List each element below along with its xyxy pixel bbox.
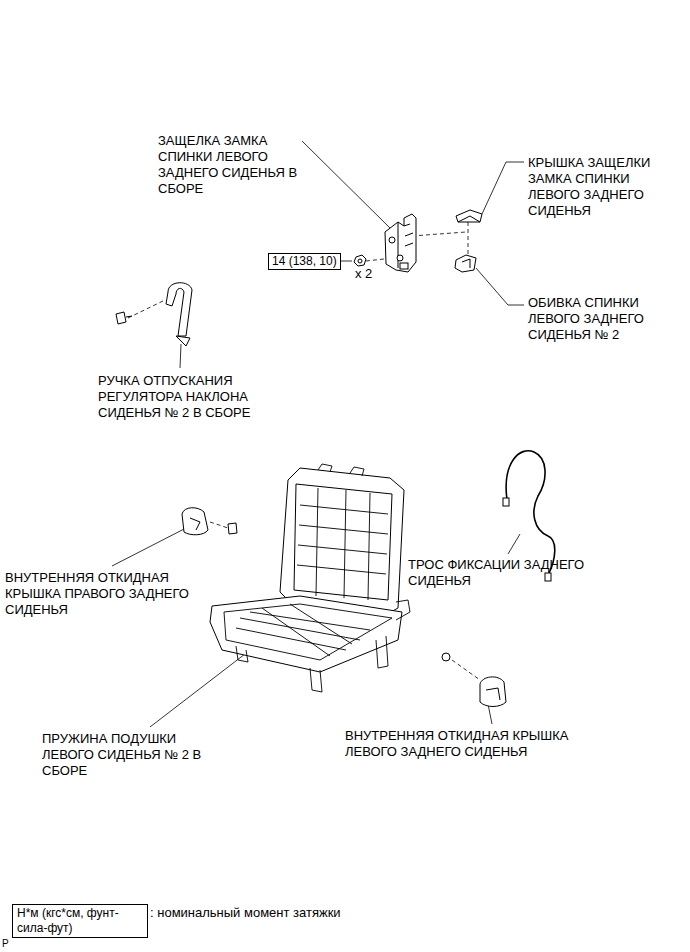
part-name: ВНУТРЕННЯЯ ОТКИДНАЯ КРЫШКА ПРАВОГО ЗАДНЕ…	[5, 570, 205, 618]
part-name: ТРОС ФИКСАЦИИ ЗАДНЕГО СИДЕНЬЯ	[408, 557, 603, 589]
torque-box: 14 (138, 10)	[268, 253, 341, 270]
box-text: Н*м (кгс*см, фунт-сила-фут)	[17, 906, 143, 936]
part-name: ЗАЩЕЛКА ЗАМКА СПИНКИ ЛЕВОГО ЗАДНЕГО СИДЕ…	[158, 133, 316, 197]
part-name: КРЫШКА ЗАЩЕЛКИ ЗАМКА СПИНКИ ЛЕВОГО ЗАДНЕ…	[528, 155, 663, 219]
legend-text: : номинальный момент затяжки	[150, 905, 380, 921]
page-marker: P	[2, 938, 22, 950]
part-name: РУЧКА ОТПУСКАНИЯ РЕГУЛЯТОРА НАКЛОНА СИДЕ…	[98, 373, 273, 421]
quantity-note: x 2	[355, 266, 395, 282]
box-text: 14 (138, 10)	[272, 254, 337, 269]
unit-legend-box: Н*м (кгс*см, фунт-сила-фут)	[12, 904, 148, 938]
part-name: ВНУТРЕННЯЯ ОТКИДНАЯ КРЫШКА ЛЕВОГО ЗАДНЕГ…	[345, 728, 590, 760]
part-name: ОБИВКА СПИНКИ ЛЕВОГО ЗАДНЕГО СИДЕНЬЯ № 2	[528, 295, 663, 343]
part-name: ПРУЖИНА ПОДУШКИ ЛЕВОГО СИДЕНЬЯ № 2 В СБО…	[42, 731, 222, 779]
